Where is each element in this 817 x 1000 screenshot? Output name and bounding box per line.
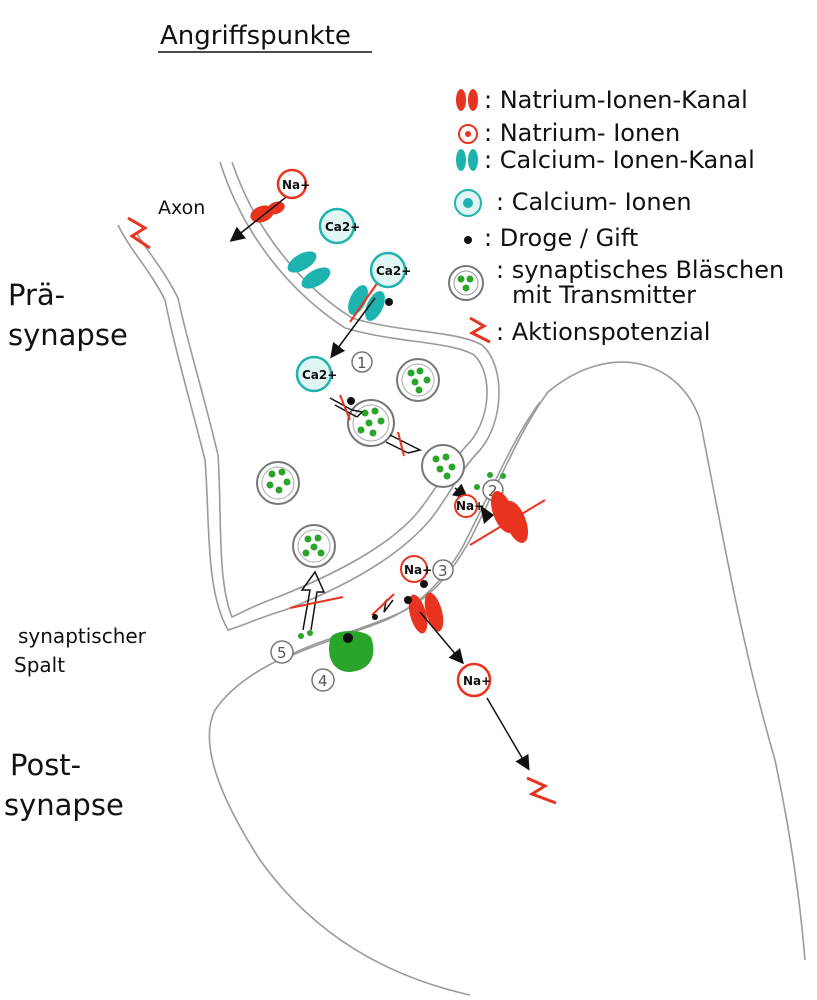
postsynapse-label-2: synapse <box>4 788 124 822</box>
svg-text:2: 2 <box>488 482 498 500</box>
sodium-ion-label-lower-bottom: Na+ <box>463 674 491 688</box>
blocked-transport-arrow-2 <box>385 431 423 457</box>
cleft-label-1: synaptischer <box>18 624 147 648</box>
drug-dot-icon <box>464 236 472 244</box>
presynapse-label-1: Prä- <box>8 278 65 312</box>
vesicle-4 <box>292 524 336 568</box>
legend: : Natrium-Ionen-Kanal : Natrium- Ionen :… <box>448 86 784 346</box>
vesicle-fusing <box>421 444 465 488</box>
calcium-ion-1: Ca2+ <box>318 207 360 245</box>
calcium-influx-arrow <box>330 297 376 359</box>
presynapse-label-2: synapse <box>8 318 128 352</box>
signal-propagation-arrow <box>486 697 530 771</box>
axon-sodium-channel <box>229 189 296 242</box>
marker-4: 4 <box>311 668 335 692</box>
legend-sodium-channel: : Natrium-Ionen-Kanal <box>484 86 748 114</box>
sodium-ion-icon <box>458 124 478 144</box>
svg-text:1: 1 <box>357 354 367 372</box>
sodium-ion-upper: Na+ <box>454 494 484 518</box>
vesicle-2 <box>347 399 395 447</box>
legend-vesicle: : synaptisches Bläschen <box>496 256 784 284</box>
legend-action-potential: : Aktionspotenzial <box>496 318 710 346</box>
postsynapse-label-1: Post- <box>10 748 81 782</box>
calcium-ion-label-1: Ca2+ <box>325 220 360 234</box>
drug-dot <box>385 298 393 306</box>
sodium-ion-lower-bottom: Na+ <box>456 662 492 698</box>
legend-calcium-ion: : Calcium- Ionen <box>496 188 692 216</box>
vesicle-icon <box>448 265 484 301</box>
sodium-ion-label-lower-top: Na+ <box>404 563 432 577</box>
svg-text:5: 5 <box>277 644 287 662</box>
legend-calcium-channel: : Calcium- Ionen-Kanal <box>484 146 755 174</box>
postsynaptic-sodium-channel-lower <box>404 580 444 634</box>
marker-3: 3 <box>432 559 454 581</box>
action-potential-legend-icon <box>468 316 491 344</box>
postsynaptic-sodium-channel-upper <box>451 472 546 546</box>
legend-vesicle-2: mit Transmitter <box>512 281 696 309</box>
calcium-channel-icon <box>456 149 478 171</box>
reuptake-arrow <box>289 570 344 639</box>
svg-text:4: 4 <box>318 672 328 690</box>
sodium-influx-arrow <box>419 611 464 665</box>
cleft-label-2: Spalt <box>14 653 65 677</box>
calcium-ion-label-2: Ca2+ <box>376 264 411 278</box>
calcium-ion-3: Ca2+ <box>295 355 337 393</box>
sodium-ion-label: Na+ <box>282 178 310 192</box>
enzyme-blocker <box>371 593 395 620</box>
legend-sodium-ion: : Natrium- Ionen <box>484 119 680 147</box>
svg-text:3: 3 <box>438 562 448 580</box>
postsynaptic-action-potential-icon <box>526 776 557 805</box>
blocked-transport-arrow-1 <box>329 394 364 421</box>
enzyme-icon <box>329 631 374 672</box>
axon-label: Axon <box>158 197 205 219</box>
diagram-title: Angriffspunkte <box>160 21 351 51</box>
calcium-ion-label-3: Ca2+ <box>302 368 337 382</box>
legend-drug: : Droge / Gift <box>484 224 638 252</box>
marker-5: 5 <box>270 640 294 664</box>
calcium-ion-2: Ca2+ <box>369 251 411 289</box>
sodium-ion-label-upper: Na+ <box>456 499 484 513</box>
calcium-channel-2 <box>348 281 393 323</box>
marker-1: 1 <box>351 351 373 373</box>
calcium-ion-icon <box>454 189 482 217</box>
vesicle-1 <box>396 358 440 402</box>
presynaptic-membrane <box>117 161 500 631</box>
sodium-ion-lower-top: Na+ <box>400 555 432 583</box>
sodium-ion-axon: Na+ <box>276 168 310 200</box>
vesicle-3 <box>256 461 300 505</box>
action-potential-icon <box>127 216 151 250</box>
calcium-channel-1 <box>287 251 331 289</box>
postsynaptic-membrane <box>208 361 806 996</box>
sodium-channel-icon <box>456 89 478 111</box>
